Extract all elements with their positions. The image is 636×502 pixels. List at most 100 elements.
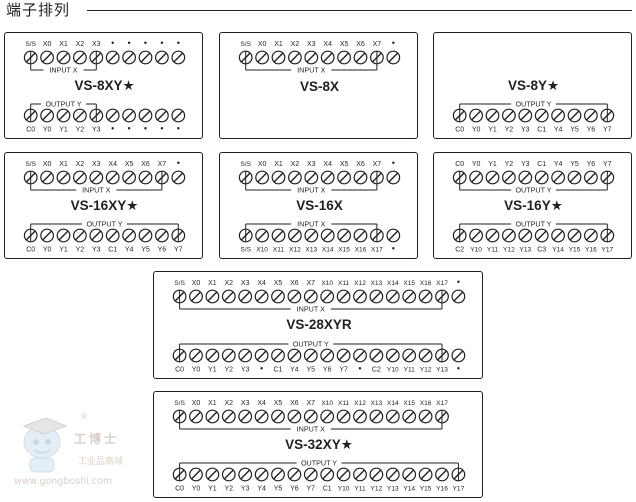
terminal-label: X2 (291, 41, 300, 48)
terminal-screw-icon (271, 289, 285, 304)
terminal-label: Y15 (569, 247, 581, 254)
terminal-screw-icon (353, 348, 367, 363)
terminal-screw-icon (89, 228, 104, 243)
terminal-screw-icon (402, 348, 417, 363)
terminal-label: X7 (158, 161, 167, 168)
terminal-screw-icon (271, 170, 286, 185)
terminal-screw-icon (337, 228, 351, 243)
terminal-screw-icon (171, 170, 186, 185)
terminal-label: X2 (225, 280, 234, 287)
input-bus: INPUT X (245, 171, 378, 195)
terminal-label: • (111, 38, 114, 48)
terminal-screw-icon (89, 170, 104, 185)
terminal-label: Y0 (43, 127, 52, 134)
output-bus-label: OUTPUT Y (515, 100, 551, 109)
terminal-screw-icon (402, 409, 417, 424)
terminal-label: Y12 (420, 367, 432, 374)
terminal-label: S/S (25, 41, 36, 48)
terminal-screw-icon (469, 108, 483, 123)
terminal-screw-icon (385, 409, 400, 424)
terminal-screw-icon (369, 467, 384, 482)
terminal-screw-icon (303, 409, 318, 424)
terminal-screw-icon (402, 289, 417, 304)
terminal-label: X7 (373, 41, 382, 48)
terminal-label: X10 (321, 280, 333, 287)
terminal-screw-icon (122, 108, 136, 123)
terminal-label: Y3 (241, 486, 250, 493)
terminal-screw-icon (40, 50, 54, 65)
terminal-screw-icon (304, 170, 319, 185)
terminal-label: X1 (208, 400, 217, 407)
output-bus: OUTPUT Y (459, 220, 608, 242)
terminal-label: X17 (436, 400, 448, 407)
terminal-label: X1 (208, 280, 217, 287)
terminal-screw-icon (320, 409, 335, 424)
input-bus: INPUT X (30, 171, 163, 195)
output-bus: INPUT X (245, 220, 378, 242)
terminal-label: Y13 (387, 486, 399, 493)
terminal-screw-icon (534, 108, 549, 123)
terminal-label: • (457, 364, 460, 374)
terminal-screw-icon (72, 170, 87, 185)
terminal-label: X0 (192, 400, 201, 407)
input-bus: INPUT X (179, 410, 443, 434)
terminal-label: Y5 (141, 247, 150, 254)
terminal-screw-icon (255, 170, 269, 185)
terminal-screw-icon (418, 289, 433, 304)
terminal-screw-icon (304, 50, 319, 65)
terminal-screw-icon (56, 228, 71, 243)
output-bus: OUTPUT Y (30, 220, 179, 242)
terminal-screw-icon (72, 228, 87, 243)
terminal-screw-icon (287, 289, 302, 304)
terminal-label: X6 (290, 280, 299, 287)
terminal-screw-icon (105, 108, 120, 123)
terminal-screw-icon (583, 108, 598, 123)
terminal-label: Y17 (601, 247, 613, 254)
input-bus-label: INPUT X (49, 66, 77, 75)
terminal-screw-icon (105, 228, 120, 243)
input-bus-label: OUTPUT Y (515, 186, 551, 195)
terminal-label: Y6 (158, 247, 167, 254)
terminal-screw-icon (221, 467, 236, 482)
terminal-label: X3 (307, 41, 316, 48)
terminal-screw-icon (205, 467, 220, 482)
terminal-label: X5 (125, 161, 134, 168)
terminal-label: C0 (455, 127, 464, 134)
terminal-label: C1 (274, 367, 283, 374)
terminal-label: X5 (340, 161, 349, 168)
terminal-screw-icon (138, 50, 153, 65)
terminal-label: • (128, 124, 131, 134)
terminal-screw-icon (451, 289, 466, 304)
terminal-screw-icon (501, 170, 516, 185)
terminal-label: Y11 (487, 247, 499, 254)
terminal-screw-icon (418, 467, 433, 482)
terminal-label: S/S (240, 247, 251, 254)
output-bus-label: OUTPUT Y (515, 220, 551, 229)
terminal-screw-icon (72, 108, 87, 123)
terminal-screw-icon (551, 170, 565, 185)
terminal-screw-icon (238, 289, 253, 304)
terminal-label: Y7 (603, 161, 612, 168)
terminal-label: X11 (273, 247, 285, 254)
output-bus: OUTPUT Y (179, 340, 443, 362)
terminal-screw-icon (189, 409, 203, 424)
terminal-screw-icon (551, 228, 565, 243)
terminal-screw-icon (271, 228, 286, 243)
terminal-label: X6 (356, 41, 365, 48)
terminal-label: Y5 (570, 127, 579, 134)
terminal-label: X7 (373, 161, 382, 168)
terminal-label: Y3 (92, 127, 101, 134)
terminal-label: Y1 (59, 247, 68, 254)
terminal-screw-icon (386, 228, 401, 243)
terminal-label: • (457, 277, 460, 287)
terminal-label: X1 (274, 41, 283, 48)
terminal-label: Y1 (208, 367, 217, 374)
terminal-label: X16 (420, 400, 432, 407)
watermark: ® 工博士 工业品商城 www.gongboshi.com (14, 410, 164, 500)
terminal-label: • (260, 364, 263, 374)
terminal-screw-icon (105, 50, 120, 65)
